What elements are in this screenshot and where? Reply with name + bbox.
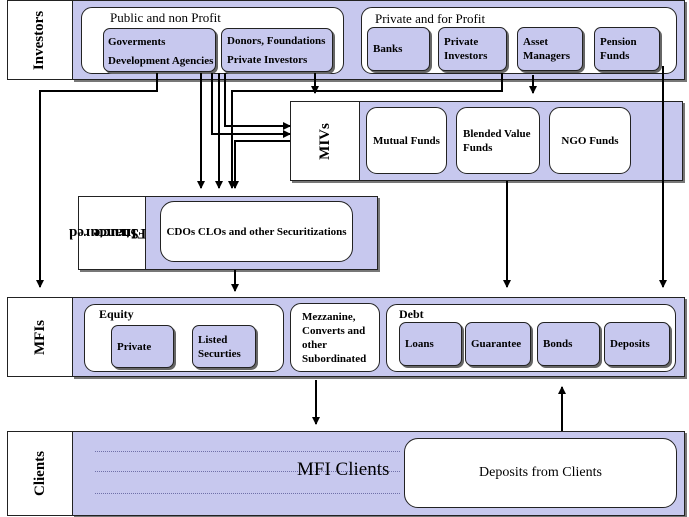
mfis-label-box: MFIs: [7, 297, 73, 377]
asset-managers-label-2: Managers: [523, 50, 571, 62]
development-agencies-label: Development Agencies: [108, 55, 214, 67]
clients-dotted-line-1: [95, 451, 400, 452]
pension-funds-box: Pension Funds: [594, 27, 660, 71]
bonds-box: Bonds: [537, 322, 600, 366]
ngo-funds-label: NGO Funds: [561, 134, 619, 147]
guarantee-label: Guarantee: [471, 338, 522, 350]
asset-managers-box: Asset Managers: [517, 27, 583, 71]
arrow-governments-to-mfis: [36, 73, 158, 288]
arrow-donors-to-mivs-b: [224, 73, 291, 130]
blended-value-label-2: Funds: [463, 141, 493, 154]
private-investors-label-2: Investors: [444, 50, 488, 62]
pension-funds-label-1: Pension: [600, 36, 637, 48]
securitizations-box: CDOs CLOs and other Securitizations: [160, 201, 353, 262]
listed-securities-box: Listed Securties: [192, 325, 256, 368]
guarantee-box: Guarantee: [465, 322, 531, 366]
clients-dotted-line-2: [95, 471, 400, 472]
loans-box: Loans: [399, 322, 462, 366]
private-investors-label-1: Private: [444, 36, 479, 48]
ngo-funds-box: NGO Funds: [549, 107, 631, 174]
arrow-donors-to-mivs-a: [211, 73, 291, 138]
mivs-label-box: MIVs: [290, 101, 360, 181]
mezzanine-label-2: Converts and: [302, 324, 366, 337]
donors-foundations-box: Donors, Foundations Private Investors: [221, 28, 333, 72]
donors-foundations-label: Donors, Foundations: [227, 34, 326, 47]
bonds-label: Bonds: [543, 338, 573, 350]
equity-private-box: Private: [111, 325, 174, 368]
structured-finance-label-box: Structured FInance: [69, 196, 146, 270]
investors-label-box: Investors: [7, 0, 73, 80]
mutual-funds-label: Mutual Funds: [373, 134, 440, 147]
mutual-funds-box: Mutual Funds: [366, 107, 447, 174]
equity-private-label: Private: [117, 340, 152, 353]
arrow-mivs-to-structured: [231, 140, 290, 189]
listed-securities-label-2: Securties: [198, 347, 241, 360]
loans-label: Loans: [405, 338, 434, 350]
securitizations-label: CDOs CLOs and other Securitizations: [166, 225, 347, 238]
clients-label-box: Clients: [7, 431, 73, 516]
blended-value-label-1: Blended Value: [463, 127, 531, 140]
clients-dotted-line-3: [95, 493, 400, 494]
pension-funds-label-2: Funds: [600, 50, 630, 62]
equity-title: Equity: [99, 307, 134, 321]
banks-label: Banks: [373, 43, 403, 55]
public-nonprofit-title: Public and non Profit: [110, 10, 221, 25]
governments-agencies-box: Goverments Development Agencies: [103, 28, 216, 72]
private-investors-box: Private Investors: [438, 27, 507, 71]
mezzanine-label-4: Subordinated: [302, 352, 367, 365]
deposits-box: Deposits: [604, 322, 670, 366]
asset-managers-label-1: Asset: [523, 36, 549, 48]
governments-label: Goverments: [108, 36, 166, 48]
blended-value-funds-box: Blended Value Funds: [456, 107, 540, 174]
private-forprofit-title: Private and for Profit: [375, 11, 486, 26]
mezzanine-label-3: other: [302, 338, 328, 351]
mezzanine-label-1: Mezzanine,: [302, 310, 356, 323]
deposits-label: Deposits: [610, 338, 650, 350]
arrow-private-investors-to-structured: [228, 73, 503, 189]
deposits-from-clients-box: Deposits from Clients: [404, 438, 677, 508]
banks-box: Banks: [367, 27, 430, 71]
listed-securities-label-1: Listed: [198, 333, 228, 346]
mezzanine-box: Mezzanine, Converts and other Subordinat…: [290, 303, 380, 372]
mfi-clients-label: MFI Clients: [297, 459, 390, 480]
deposits-from-clients-label: Deposits from Clients: [479, 465, 602, 480]
private-investors-public-label: Private Investors: [227, 53, 308, 66]
debt-title: Debt: [399, 307, 424, 321]
